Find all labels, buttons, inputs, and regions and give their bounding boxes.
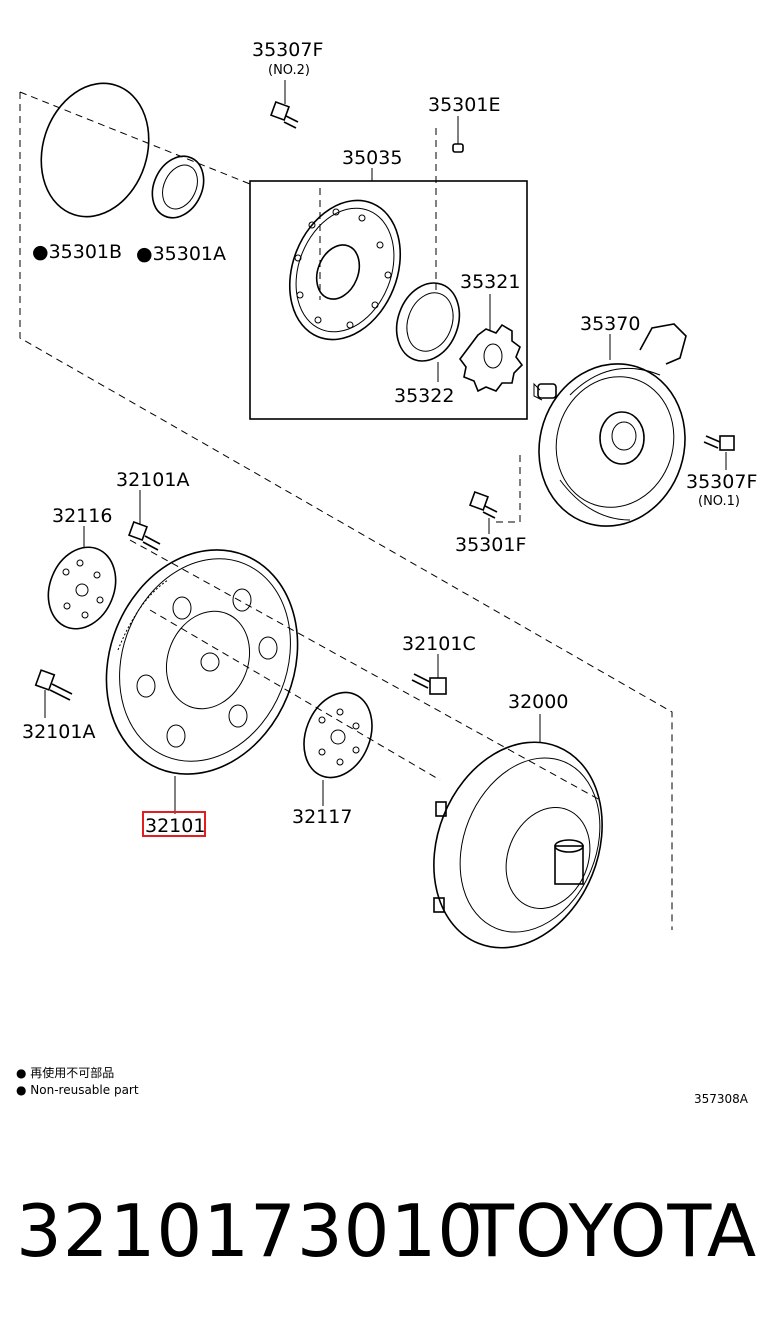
leader-lines [44, 80, 727, 814]
label-35370: 35370 [580, 313, 640, 335]
label-35307f-no1: 35307F [686, 471, 757, 493]
brand-name: TOYOTA [470, 1189, 758, 1273]
oil-pump-body-35370 [533, 323, 687, 527]
o-ring-35301b [40, 82, 150, 218]
parts-diagram: 35307F (NO.2) 35301E 35035 ●35301B ●3530… [16, 39, 757, 1106]
label-32117: 32117 [292, 806, 352, 828]
legend-line-2: ● Non-reusable part [16, 1083, 139, 1097]
label-35301b: ●35301B [32, 241, 122, 263]
label-32000: 32000 [508, 691, 568, 713]
label-32101c: 32101C [402, 633, 476, 655]
oil-seal-35301a [151, 155, 205, 219]
bolt-32101a-top [128, 521, 161, 551]
bolt-35307f-no2 [270, 101, 299, 129]
label-35035: 35035 [342, 147, 402, 169]
footer: 3210173010 TOYOTA [0, 1185, 760, 1295]
label-32116: 32116 [52, 505, 112, 527]
label-32101-highlight: 32101 [145, 815, 205, 837]
bolt-32101a-left [34, 669, 73, 701]
part-number: 3210173010 [16, 1189, 485, 1273]
bolt-35301f [469, 491, 498, 519]
label-35322: 35322 [394, 385, 454, 407]
assembly-box-35035 [249, 180, 528, 420]
bolt-35307f-no1 [703, 435, 735, 451]
label-35307f-no1-sub: (NO.1) [698, 494, 740, 509]
driven-gear-35322 [395, 282, 461, 362]
pump-plate-35035 [288, 199, 402, 341]
spacer-plate-32117 [303, 691, 373, 779]
label-35301a: ●35301A [136, 243, 226, 265]
highlight-box-32101 [142, 811, 206, 837]
diagram-id: 357308A [694, 1092, 749, 1106]
pin-35301e [452, 143, 464, 153]
spacer-plate-32116 [47, 546, 117, 630]
assembly-boundary [19, 91, 673, 930]
label-32101a-top: 32101A [116, 469, 189, 491]
label-35307f-no2-sub: (NO.2) [268, 63, 310, 78]
bolt-32101c [411, 673, 447, 695]
label-32101a-left: 32101A [22, 721, 95, 743]
label-35301f: 35301F [455, 534, 526, 556]
legend-line-1: ● 再使用不可部品 [16, 1065, 114, 1080]
drive-plate-32101 [105, 549, 299, 775]
label-35307f-no2: 35307F [252, 39, 323, 61]
drive-gear-35321 [459, 323, 524, 393]
torque-converter-32000 [433, 741, 603, 949]
label-35301e: 35301E [428, 94, 500, 116]
label-35321: 35321 [460, 271, 520, 293]
